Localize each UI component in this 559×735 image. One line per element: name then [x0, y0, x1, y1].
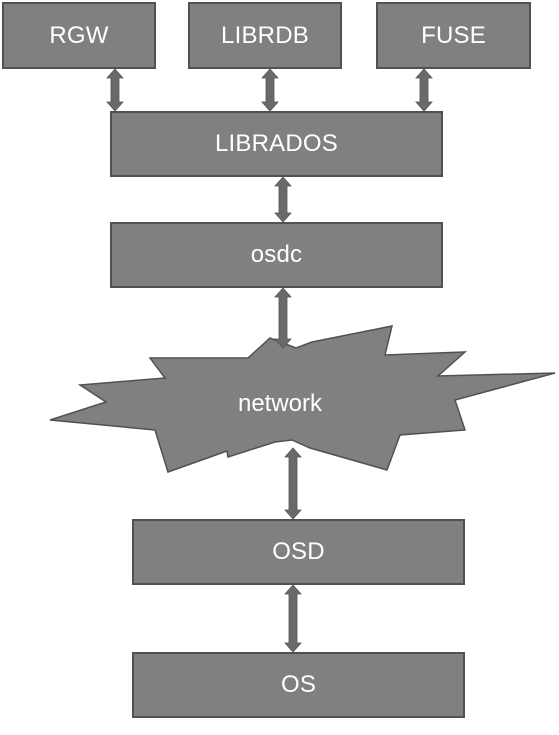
librados-label: LIBRADOS [215, 130, 338, 157]
os-box: OS [132, 652, 465, 718]
arrow-osd-os [284, 584, 302, 653]
librdb-box: LIBRDB [188, 2, 342, 69]
arrow-librdb-librados [261, 68, 279, 112]
arrow-rgw-librados [106, 68, 124, 112]
fuse-box: FUSE [376, 2, 531, 69]
network-label: network [237, 390, 323, 417]
osdc-box: osdc [110, 222, 443, 288]
os-label: OS [280, 671, 317, 698]
librados-box: LIBRADOS [110, 111, 443, 177]
rgw-label: RGW [49, 21, 109, 49]
arrow-librados-osdc [274, 176, 292, 223]
arrow-osdc-network [274, 287, 292, 349]
rgw-box: RGW [2, 2, 156, 69]
osd-label: OSD [272, 538, 325, 565]
arrow-network-osd [284, 447, 302, 520]
osd-box: OSD [132, 519, 465, 585]
fuse-label: FUSE [421, 21, 486, 49]
librdb-label: LIBRDB [221, 21, 309, 49]
arrow-fuse-librados [415, 68, 433, 112]
osdc-label: osdc [250, 241, 303, 268]
